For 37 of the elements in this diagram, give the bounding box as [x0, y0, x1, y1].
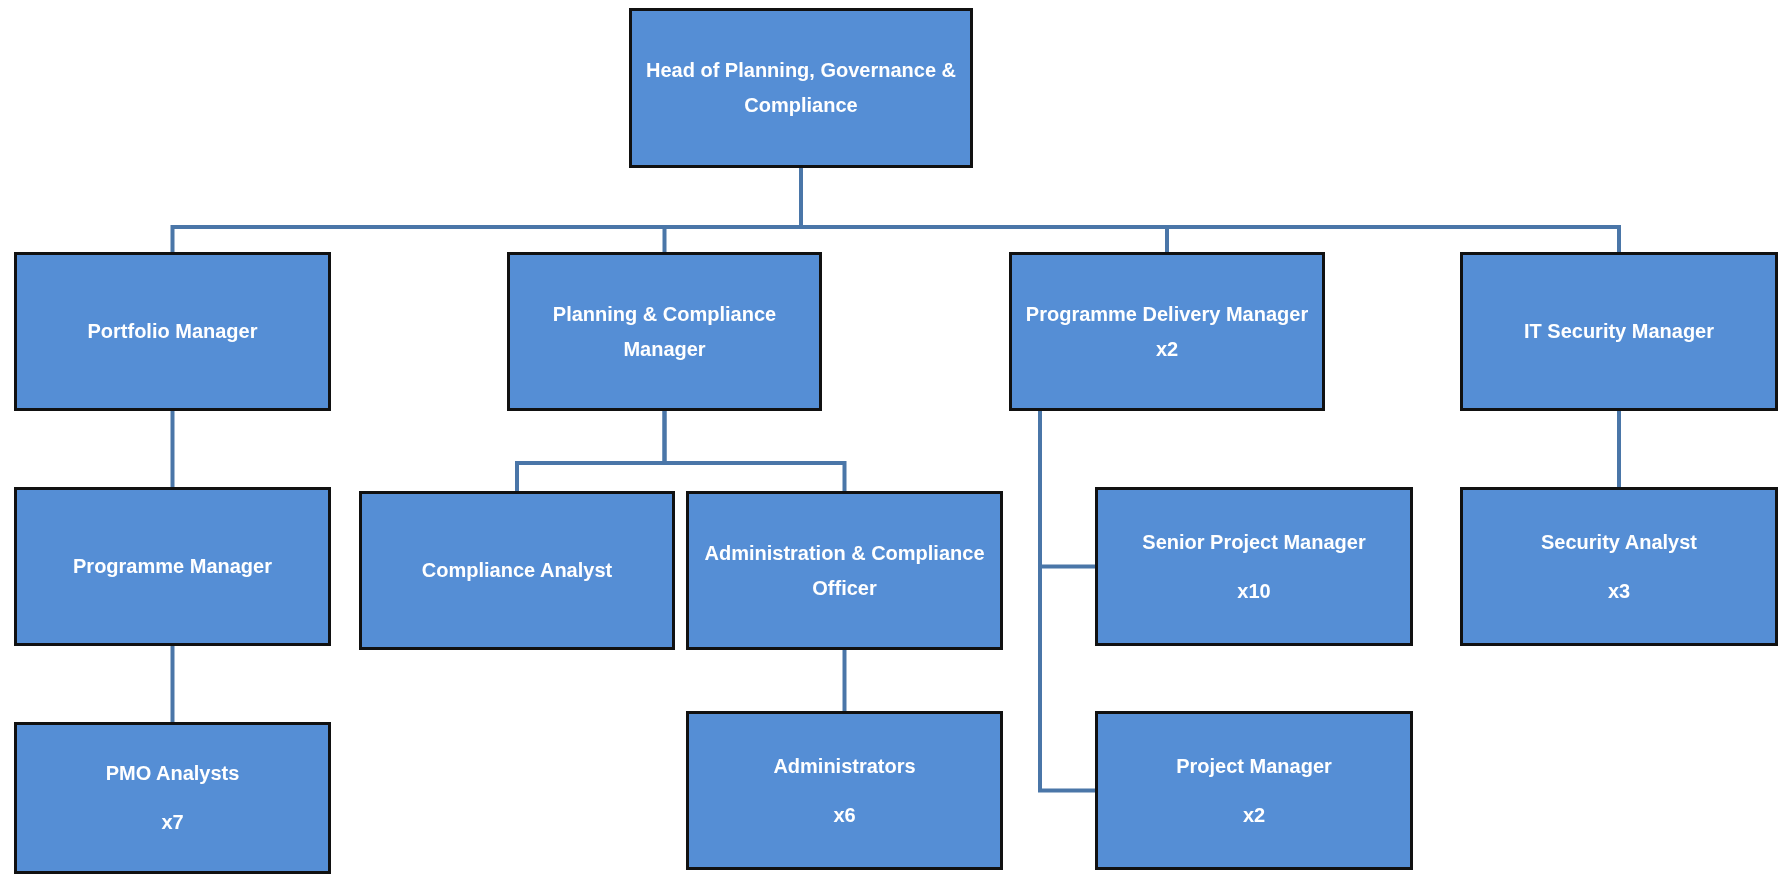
- role-title: Compliance Analyst: [421, 558, 613, 583]
- role-box: [14, 487, 331, 646]
- connector-line: [1038, 411, 1095, 793]
- role-title: Senior Project Manager: [1142, 529, 1366, 555]
- role-title: PMO Analysts: [105, 761, 240, 786]
- role-title: Head of Planning, Governance & Compliance: [644, 58, 958, 118]
- role-title: Programme Delivery Manager x2: [1024, 301, 1310, 362]
- role-box: [14, 722, 331, 874]
- role-title: Planning & Compliance Manager: [551, 301, 778, 362]
- role-box: [629, 8, 973, 168]
- role-title: x6: [833, 802, 856, 828]
- role-title: Administrators: [773, 753, 916, 779]
- role-title: Programme Manager: [73, 554, 272, 579]
- connector-line: [170, 646, 175, 722]
- role-title: Portfolio Manager: [87, 319, 258, 344]
- role-title: IT Security Manager: [1523, 319, 1715, 344]
- role-box: [359, 491, 675, 650]
- connector-line: [842, 650, 847, 711]
- role-box: [1460, 252, 1778, 411]
- role-title: x10: [1237, 578, 1271, 604]
- role-box: [1095, 487, 1413, 646]
- connector-line: [1617, 411, 1621, 487]
- role-title: Project Manager: [1176, 753, 1332, 779]
- role-title: Security Analyst: [1541, 529, 1697, 555]
- role-box: [686, 711, 1003, 870]
- role-box: [507, 252, 822, 411]
- role-title: Administration & Compliance Officer: [703, 540, 986, 601]
- connector-line: [170, 411, 175, 487]
- role-box: [14, 252, 331, 411]
- role-box: [686, 491, 1003, 650]
- connector-line: [662, 411, 847, 491]
- role-title: x2: [1242, 802, 1266, 828]
- role-box: [1009, 252, 1325, 411]
- role-title: x7: [161, 810, 184, 835]
- role-title: x3: [1607, 578, 1631, 604]
- role-box: [1460, 487, 1778, 646]
- role-box: [1095, 711, 1413, 870]
